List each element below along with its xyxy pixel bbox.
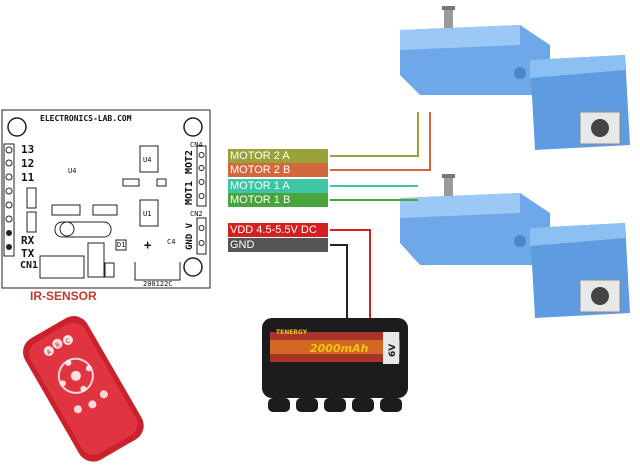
label-motor-1b: MOTOR 1 B (228, 193, 328, 207)
left-header (3, 143, 15, 257)
motor-shaft-icon (444, 8, 453, 30)
wire-vdd (330, 229, 371, 318)
pin-label-rx: RX (21, 234, 35, 247)
chip-label-u1: U1 (143, 210, 151, 218)
mount-hole-icon (183, 257, 203, 277)
connector-label-cn2: CN2 (190, 210, 203, 218)
pin-label-13: 13 (21, 143, 34, 156)
capacitor-label: C4 (167, 238, 175, 246)
pin-label-cn1: CN1 (20, 260, 38, 271)
label-motor-1a: MOTOR 1 A (228, 179, 328, 193)
remote-button-b-icon (52, 338, 63, 349)
chip-u4 (139, 145, 159, 173)
wire-gnd (330, 244, 348, 318)
chip-label-u4: U4 (143, 156, 151, 164)
motor-label-mot2: MOT2 (184, 150, 195, 174)
pin-label-12: 12 (21, 157, 34, 170)
remote-button-a-icon (43, 346, 54, 357)
label-gnd: GND (228, 238, 328, 252)
svg-text:C: C (65, 337, 72, 345)
pin-label-tx: TX (21, 247, 35, 260)
pin-label-11: 11 (21, 171, 35, 184)
gear-motor-2 (400, 6, 630, 150)
motor-label-mot1: MOT1 (184, 181, 195, 205)
label-vdd: VDD 4.5-5.5V DC (228, 223, 328, 237)
connector-label-cn4: CN4 (190, 141, 203, 149)
gear-motor-1 (400, 174, 630, 318)
power-pin-label: GND V (185, 222, 195, 250)
ir-remote: A B C (23, 316, 144, 462)
wires (330, 112, 431, 318)
mount-hole-icon (183, 117, 203, 137)
chip-u1 (139, 199, 159, 227)
battery-pack: TENERGY 2000mAh 6V (262, 318, 408, 412)
ir-sensor-board: ELECTRONICS-LAB.COM 13 12 11 RX TX CN1 U… (1, 109, 211, 289)
wire-motor2b (330, 112, 431, 171)
battery-brand: TENERGY (276, 329, 308, 336)
label-motor-2a: MOTOR 2 A (228, 149, 328, 163)
mount-hole-icon (7, 117, 27, 137)
date-code-label: 200122C (143, 280, 173, 288)
remote-button-c-icon (62, 335, 73, 346)
diode-label: D1 (117, 241, 125, 249)
chip-label-u2: U4 (68, 167, 76, 175)
svg-text:B: B (54, 341, 61, 349)
battery-capacity: 2000mAh (310, 342, 369, 355)
wire-motor2a (330, 112, 419, 157)
svg-text:+: + (144, 238, 151, 252)
svg-text:A: A (46, 348, 54, 357)
label-motor-2b: MOTOR 2 B (228, 163, 328, 177)
board-name-caption: IR-SENSOR (30, 289, 97, 303)
right-header (196, 145, 207, 255)
board-site-label: ELECTRONICS-LAB.COM (40, 114, 132, 123)
motor-shaft-icon (444, 176, 453, 198)
battery-voltage: 6V (388, 344, 398, 357)
